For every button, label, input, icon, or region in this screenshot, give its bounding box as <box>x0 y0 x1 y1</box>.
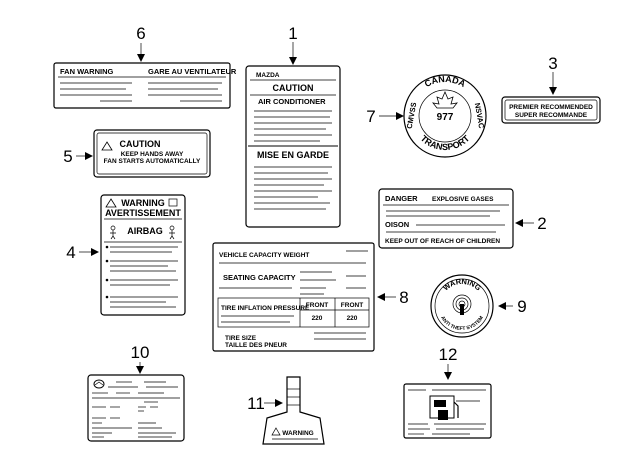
capacity-tire-label: VEHICLE CAPACITY WEIGHT SEATING CAPACITY… <box>212 242 375 352</box>
callout-11: 11 <box>247 394 283 413</box>
warning-title: WARNING <box>121 198 165 208</box>
callout-9: 9 <box>498 297 527 316</box>
callout-7: 7 <box>366 107 404 126</box>
callout-12: 12 <box>439 345 458 380</box>
fan-warning-label: FAN WARNING GARE AU VENTILATEUR <box>53 62 237 109</box>
svg-text:1: 1 <box>288 24 297 43</box>
battery-danger-label: DANGER EXPLOSIVE GASES OISON KEEP OUT OF… <box>378 188 514 249</box>
caution-title: CAUTION <box>273 83 314 93</box>
svg-text:2: 2 <box>537 214 546 233</box>
child-seat-icon <box>169 225 175 240</box>
fuel-recommendation-label: PREMIER RECOMMENDED SUPER RECOMMANDE <box>501 96 601 124</box>
rear-header: FRONT <box>341 302 363 309</box>
avertissement-title: AVERTISSEMENT <box>105 208 181 218</box>
taille-des-pneur-text: TAILLE DES PNEUR <box>225 342 287 349</box>
nsvac-text: NSVAC <box>473 102 486 129</box>
callout-4: 4 <box>66 243 99 262</box>
fuel-door-label <box>403 383 492 439</box>
keep-out-of-reach-text: KEEP OUT OF REACH OF CHILDREN <box>385 238 500 245</box>
svg-text:3: 3 <box>548 54 557 73</box>
tire-inflation-pressure-text: TIRE INFLATION PRESSURE <box>221 305 310 312</box>
caution-title: CAUTION <box>120 139 161 149</box>
callout-1: 1 <box>288 24 298 65</box>
warning-text: WARNING <box>282 430 313 437</box>
ac-caution-label: MAZDA CAUTION AIR CONDITIONER MISE EN GA… <box>245 65 341 228</box>
mazda-text: MAZDA <box>256 72 280 79</box>
air-conditioner-text: AIR CONDITIONER <box>258 97 326 106</box>
fan-warning-text: FAN WARNING <box>60 67 113 76</box>
callout-5: 5 <box>63 147 93 166</box>
mazda-logo-icon <box>93 379 105 389</box>
tire-size-text: TIRE SIZE <box>225 335 257 342</box>
airbag-warning-label: WARNING AVERTISSEMENT AIRBAG <box>100 194 186 316</box>
front-header: FRONT <box>306 302 328 309</box>
manual-book-icon <box>168 198 178 207</box>
svg-text:9: 9 <box>517 297 526 316</box>
danger-text: DANGER <box>385 194 418 203</box>
child-seat-icon <box>110 225 116 240</box>
poison-text: OISON <box>385 220 409 229</box>
callout-10: 10 <box>131 343 150 374</box>
seating-capacity-text: SEATING CAPACITY <box>223 273 296 282</box>
svg-text:4: 4 <box>66 243 75 262</box>
warning-triangle-icon <box>101 141 113 151</box>
callout-6: 6 <box>136 24 146 62</box>
svg-text:8: 8 <box>399 288 408 307</box>
callout-3: 3 <box>548 54 558 95</box>
rear-pressure-value: 220 <box>347 315 358 322</box>
alarm-signal-icon <box>452 294 472 315</box>
svg-text:12: 12 <box>439 345 458 364</box>
gare-au-ventilateur-text: GARE AU VENTILATEUR <box>148 67 237 76</box>
mise-en-garde-title: MISE EN GARDE <box>257 150 329 160</box>
fan-caution-label: CAUTION KEEP HANDS AWAY FAN STARTS AUTOM… <box>93 129 211 178</box>
fuel-pump-icon <box>429 395 459 420</box>
anti-theft-label: WARNING ANTI THEFT SYSTEM <box>430 274 494 338</box>
svg-text:6: 6 <box>136 24 145 43</box>
key-tag-label: WARNING <box>262 376 325 445</box>
svg-text:10: 10 <box>131 343 150 362</box>
cmvss-number: 977 <box>437 112 454 123</box>
explosive-gases-text: EXPLOSIVE GASES <box>432 196 494 203</box>
svg-text:7: 7 <box>366 107 375 126</box>
super-recommande-text: SUPER RECOMMANDE <box>515 112 588 119</box>
maple-leaf-icon <box>432 90 458 109</box>
warning-triangle-icon <box>271 427 281 436</box>
premier-recommended-text: PREMIER RECOMMENDED <box>509 104 593 111</box>
svg-text:5: 5 <box>63 147 72 166</box>
vehicle-capacity-weight-text: VEHICLE CAPACITY WEIGHT <box>219 252 309 259</box>
canada-text: CANADA <box>423 74 468 89</box>
airbag-text: AIRBAG <box>127 226 163 236</box>
front-pressure-value: 220 <box>312 315 323 322</box>
fan-starts-automatically-text: FAN STARTS AUTOMATICALLY <box>104 158 201 165</box>
svg-text:11: 11 <box>247 394 265 413</box>
keep-hands-away-text: KEEP HANDS AWAY <box>121 151 184 158</box>
warning-triangle-icon <box>105 198 117 208</box>
emission-label <box>87 374 185 442</box>
callout-2: 2 <box>515 214 547 233</box>
callout-8: 8 <box>377 288 409 307</box>
transport-canada-label: CANADA TRANSPORT CMVSS NSVAC 977 <box>403 74 487 158</box>
